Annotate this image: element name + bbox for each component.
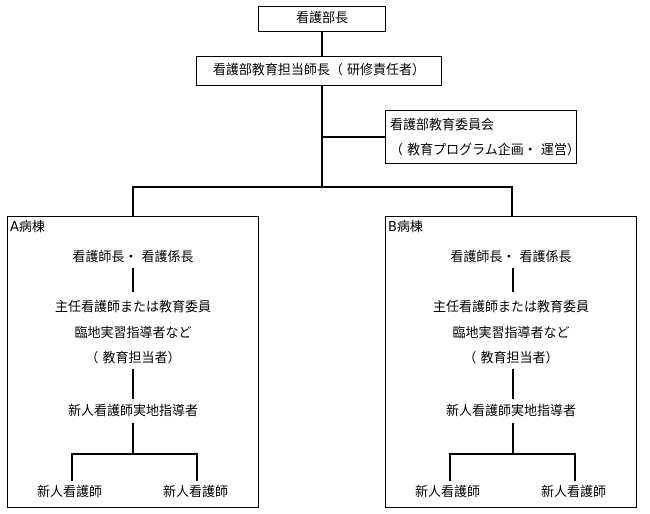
connector-committee: [321, 136, 385, 138]
ward-b-box: B病棟 看護師長・ 看護係長 主任看護師または教育委員 臨地実習指導者など （ …: [385, 216, 637, 508]
ward-b-connector-left: [449, 453, 451, 481]
ward-a-connector-left: [71, 453, 73, 481]
ward-a-head: 看護師長・ 看護係長: [72, 250, 194, 265]
ward-b-connector-branch: [449, 453, 575, 455]
nursing-director-label: 看護部長: [295, 11, 348, 26]
ward-b-connector-1: [512, 268, 514, 292]
ward-b-mid-line3: （ 教育担当者）: [463, 351, 559, 366]
ward-a-name: A病棟: [10, 220, 45, 235]
education-committee-box: 看護部教育委員会 （ 教育プログラム企画・ 運営）: [385, 110, 580, 164]
ward-b-name: B病棟: [388, 220, 423, 235]
ward-a-connector-branch: [71, 453, 197, 455]
ward-a-connector-3: [132, 423, 134, 453]
ward-b-mid-line1: 主任看護師または教育委員: [432, 300, 589, 315]
ward-a-new-nurse-left: 新人看護師: [37, 485, 103, 500]
ward-a-mid-line1: 主任看護師または教育委員: [54, 300, 211, 315]
education-manager-label: 看護部教育担当師長（ 研修責任者）: [212, 63, 426, 78]
ward-a-new-nurse-right: 新人看護師: [163, 485, 229, 500]
connector-ward-branch: [132, 186, 512, 188]
ward-a-box: A病棟 看護師長・ 看護係長 主任看護師または教育委員 臨地実習指導者など （ …: [7, 216, 259, 508]
ward-b-new-nurse-left: 新人看護師: [415, 485, 481, 500]
ward-b-connector-2: [512, 369, 514, 399]
ward-b-mid-line2: 臨地実習指導者など: [452, 326, 570, 341]
education-committee-title: 看護部教育委員会: [390, 118, 495, 133]
ward-a-mid-line3: （ 教育担当者）: [85, 351, 181, 366]
ward-b-connector-3: [512, 423, 514, 453]
education-committee-subtitle: （ 教育プログラム企画・ 運営）: [390, 143, 580, 158]
ward-b-new-nurse-right: 新人看護師: [541, 485, 607, 500]
connector-ward-b: [511, 186, 513, 216]
ward-b-head: 看護師長・ 看護係長: [450, 250, 572, 265]
ward-a-connector-2: [132, 369, 134, 399]
ward-a-mid-line2: 臨地実習指導者など: [74, 326, 192, 341]
ward-a-preceptor: 新人看護師実地指導者: [67, 404, 198, 419]
ward-b-preceptor: 新人看護師実地指導者: [445, 404, 576, 419]
ward-a-connector-1: [132, 268, 134, 292]
ward-a-connector-right: [196, 453, 198, 481]
nursing-director-box: 看護部長: [258, 6, 386, 32]
connector-director: [321, 32, 323, 56]
education-manager-box: 看護部教育担当師長（ 研修責任者）: [196, 56, 442, 86]
connector-ward-a: [132, 186, 134, 216]
ward-b-connector-right: [574, 453, 576, 481]
